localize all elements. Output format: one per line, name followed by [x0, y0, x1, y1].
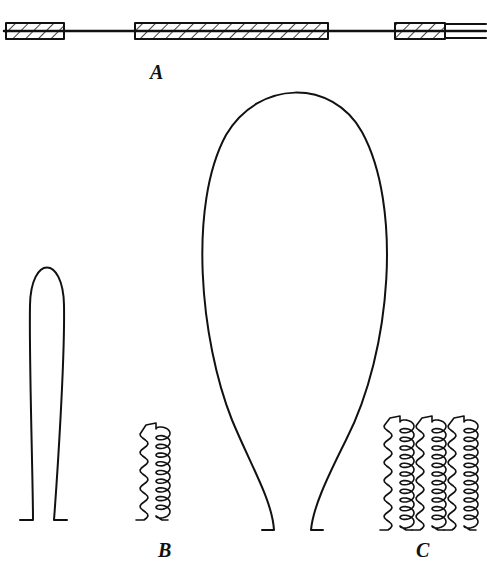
hatched-segment [395, 23, 445, 39]
loop-outline [20, 268, 67, 521]
hatched-segment [135, 23, 328, 39]
hatched-segment [6, 23, 64, 39]
axis-line [445, 37, 486, 39]
coiled-loop [412, 416, 446, 530]
coiled-loop [380, 416, 414, 530]
coiled-loop [444, 416, 478, 530]
panel-letter: A [150, 62, 163, 82]
loop-outline [202, 93, 387, 530]
coiled-loop [136, 423, 170, 520]
panel-letter: C [416, 540, 429, 560]
panel-letter: B [158, 540, 171, 560]
axis-line [445, 23, 486, 25]
